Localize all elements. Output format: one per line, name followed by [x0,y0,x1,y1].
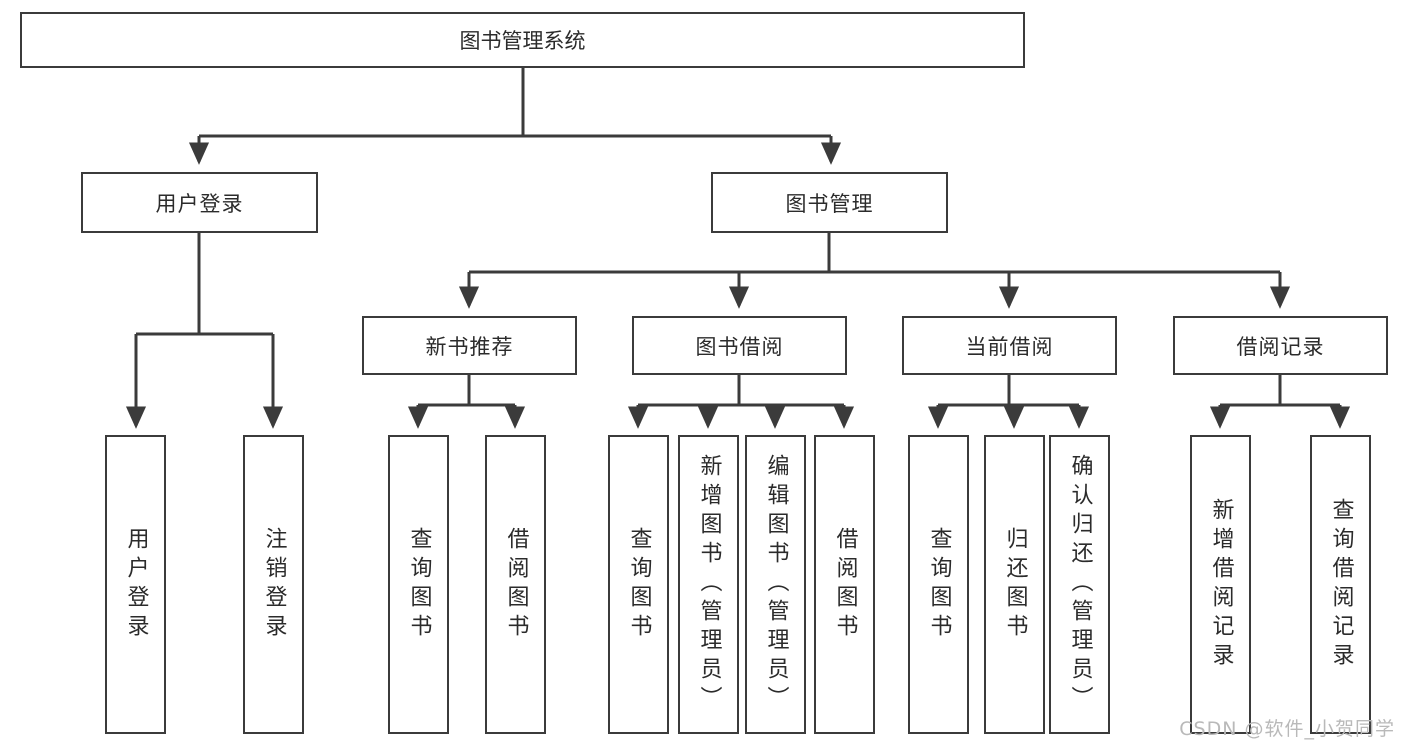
node-user-login-label: 用户登录 [155,191,244,216]
node-root[interactable]: 图书管理系统 [20,12,1025,68]
leaf-query-record[interactable]: 查询借阅记录 [1310,435,1371,734]
leaf-add-book-label: 新增图书（管理员） [696,454,722,715]
leaf-edit-book-label: 编辑图书（管理员） [763,454,789,715]
node-book-manage-label: 图书管理 [785,191,874,216]
leaf-query-book-3[interactable]: 查询图书 [908,435,969,734]
leaf-borrow-book-1[interactable]: 借阅图书 [485,435,546,734]
node-book-borrow-label: 图书借阅 [695,334,784,359]
leaf-add-record-label: 新增借阅记录 [1208,497,1234,672]
leaf-borrow-book-2-label: 借阅图书 [832,526,858,643]
leaf-edit-book[interactable]: 编辑图书（管理员） [745,435,806,734]
leaf-confirm-return-label: 确认归还（管理员） [1067,454,1093,715]
node-current-borrow[interactable]: 当前借阅 [902,316,1117,375]
leaf-query-record-label: 查询借阅记录 [1328,497,1354,672]
node-borrow-record-label: 借阅记录 [1236,334,1325,359]
leaf-user-login-label: 用户登录 [123,526,149,643]
node-new-book-recommend-label: 新书推荐 [425,334,514,359]
leaf-query-book-2-label: 查询图书 [626,526,652,643]
node-user-login[interactable]: 用户登录 [81,172,318,233]
leaf-user-logout[interactable]: 注销登录 [243,435,304,734]
node-new-book-recommend[interactable]: 新书推荐 [362,316,577,375]
leaf-add-book[interactable]: 新增图书（管理员） [678,435,739,734]
leaf-user-login[interactable]: 用户登录 [105,435,166,734]
leaf-return-book-label: 归还图书 [1002,526,1028,643]
node-book-manage[interactable]: 图书管理 [711,172,948,233]
node-borrow-record[interactable]: 借阅记录 [1173,316,1388,375]
leaf-user-logout-label: 注销登录 [261,526,287,643]
leaf-add-record[interactable]: 新增借阅记录 [1190,435,1251,734]
leaf-query-book-2[interactable]: 查询图书 [608,435,669,734]
leaf-return-book[interactable]: 归还图书 [984,435,1045,734]
leaf-query-book-1[interactable]: 查询图书 [388,435,449,734]
leaf-query-book-1-label: 查询图书 [406,526,432,643]
leaf-borrow-book-2[interactable]: 借阅图书 [814,435,875,734]
leaf-confirm-return[interactable]: 确认归还（管理员） [1049,435,1110,734]
node-root-label: 图书管理系统 [459,29,586,53]
node-current-borrow-label: 当前借阅 [965,334,1054,359]
leaf-borrow-book-1-label: 借阅图书 [503,526,529,643]
leaf-query-book-3-label: 查询图书 [926,526,952,643]
node-book-borrow[interactable]: 图书借阅 [632,316,847,375]
